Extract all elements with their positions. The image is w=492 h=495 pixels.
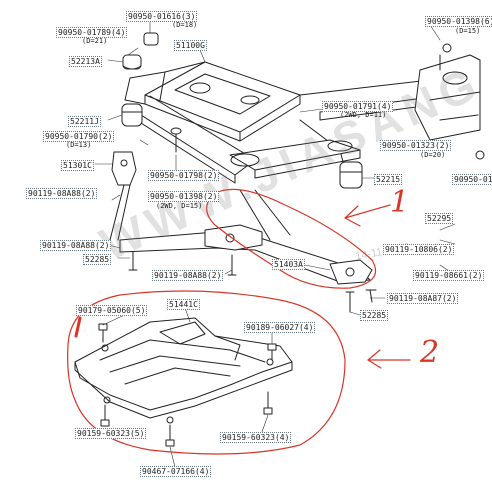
part-label-90950-01616: 90950-01616(3) [126,11,198,22]
annotation-arrow-1 [344,204,391,227]
bolt-set [128,127,377,313]
part-label-90950-01791-sub: (2WD, D=11) [340,111,387,119]
cover-fasteners [98,323,277,447]
part-label-90950-01790-sub: (D=13) [66,141,92,149]
lower-arm-51403a [119,189,373,285]
subframe-crossmember [124,61,301,142]
part-label-90950-01789: 90950-01789(4) [56,27,128,38]
part-label-90159-60323-left: 90159-60323(5) [75,428,147,439]
part-label-52211j: 52211J [68,116,101,127]
part-label-90950-01-r: 90950-01 [452,174,492,185]
annotation-loop-1 [206,188,377,289]
part-label-90119-10806: 90119-10806(2) [383,244,455,255]
part-label-90950-01791: 90950-01791(4) [322,101,394,112]
part-label-51441c: 51441C [167,299,200,310]
part-label-90119-08661: 90119-08661(2) [413,270,485,281]
part-label-90950-01323: 90950-01323(2) [380,140,452,151]
mount-bushing-52211j [121,103,143,127]
subframe-rear-crossmember [229,139,361,179]
annotation-loop-2 [67,290,346,455]
annotation-number-1: 1 [390,185,410,220]
annotation-number-2: 2 [420,335,440,370]
annotation-marks [67,188,411,455]
stabilizer-bracket-51301c [109,151,137,241]
part-label-90179-05060: 90179-05060(5) [76,305,148,316]
part-label-90950-01398-mid-sub: (2WD, D=15) [156,202,203,210]
part-label-90119-08a88-a: 90119-08A88(2) [26,188,98,199]
part-label-51301c: 51301C [61,160,94,171]
annotation-arrow-2 [367,349,411,369]
part-label-90950-01323-sub: (D=20) [420,151,446,159]
part-label-52295: 52295 [425,213,454,224]
right-bracket-assembly [414,43,485,160]
part-label-90950-01398-tr: 90950-01398(6) [425,16,492,27]
part-label-90950-01398-mid: 90950-01398(2) [148,191,220,202]
part-label-52285-left: 52285 [83,254,112,265]
part-label-90950-01398-tr-sub: (D=15) [455,27,481,35]
part-label-52213a: 52213A [69,56,102,67]
part-label-52285-right: 52285 [360,310,389,321]
part-label-90159-60323-right: 90159-60323(4) [220,432,292,443]
engine-under-cover-51441c [74,317,293,424]
part-label-90467-07166: 90467-07166(4) [140,466,212,477]
part-label-90189-06027: 90189-06027(4) [244,322,316,333]
part-label-52215: 52215 [374,174,403,185]
part-label-90119-08a88-c: 90119-08A88(2) [152,270,224,281]
mount-bushing-top [143,32,159,46]
part-label-51100g: 51100G [174,40,207,51]
part-label-51403a: 51403A [272,259,305,270]
part-label-90119-08a88-b: 90119-08A88(2) [40,240,112,251]
part-label-90950-01616-sub: (D=18) [172,21,198,29]
part-label-90950-01798: 90950-01798(2) [148,170,220,181]
part-label-90950-01789-sub: (D=21) [82,37,108,45]
part-label-90119-08a87: 90119-08A87(2) [387,293,459,304]
part-label-90950-01790: 90950-01790(2) [43,131,115,142]
mount-bushing-52215 [339,161,363,189]
mount-bushing-52213a [122,54,142,70]
annotation-mark-left [74,316,82,338]
